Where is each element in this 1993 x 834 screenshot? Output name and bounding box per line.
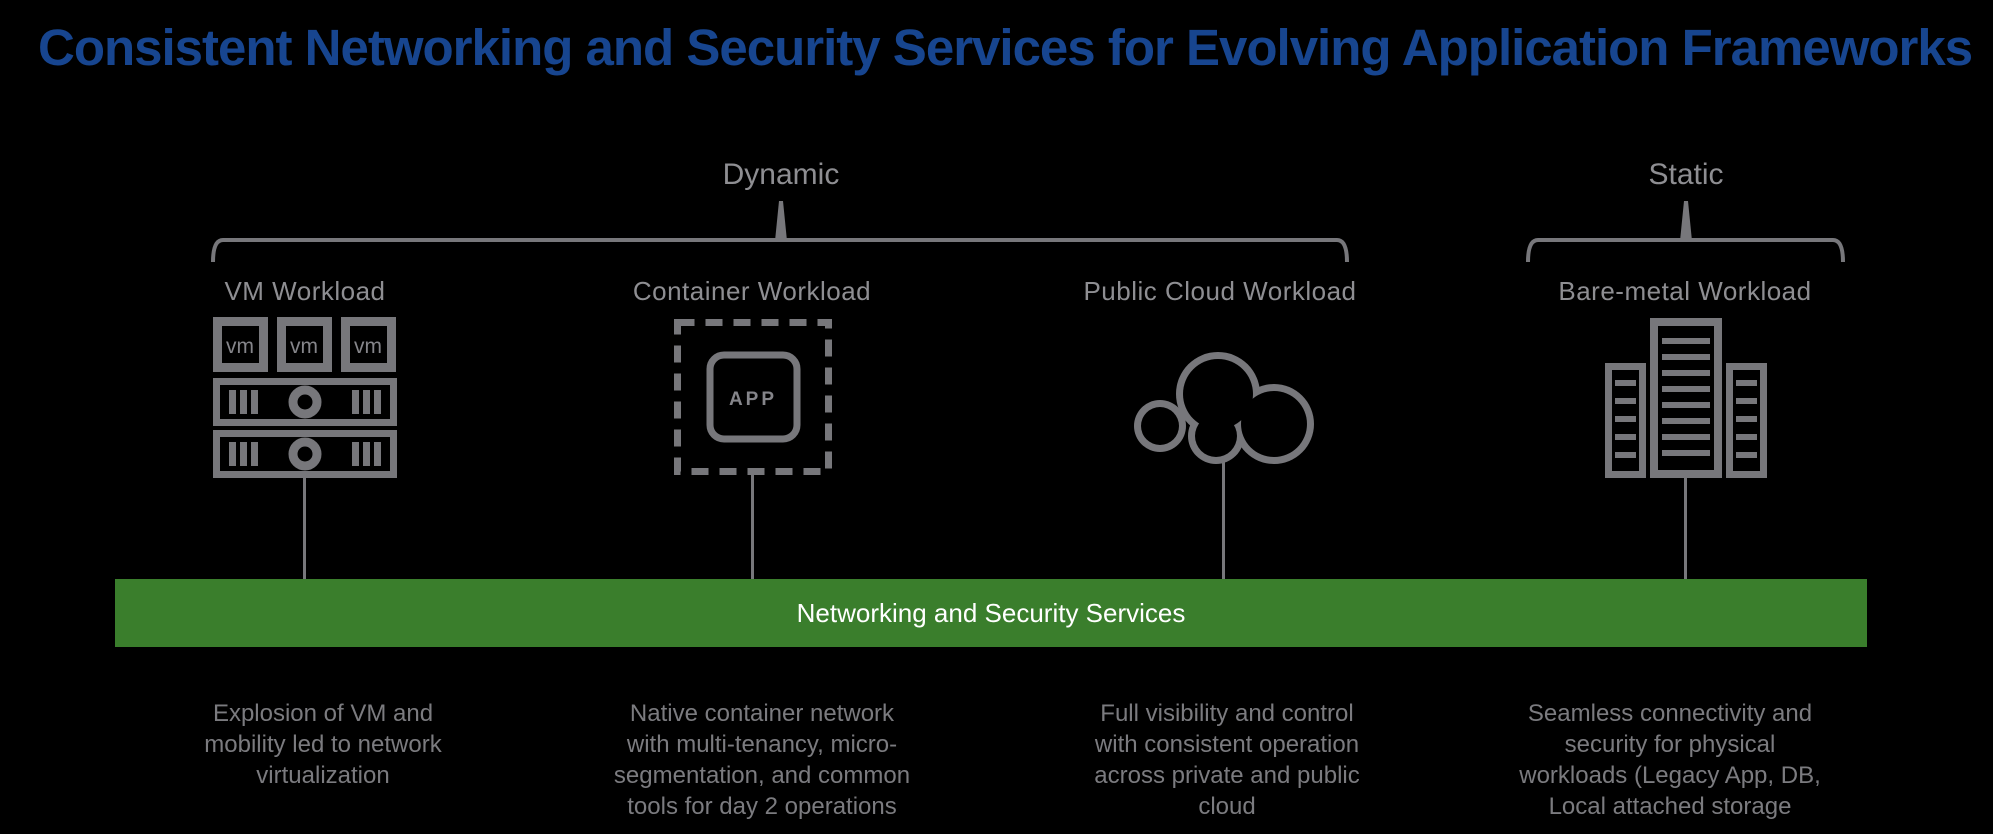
- app-box-label: APP: [729, 389, 777, 410]
- vm-box-label: vm: [290, 335, 318, 358]
- vm-connector-line: [303, 477, 306, 579]
- page-title: Consistent Networking and Security Servi…: [38, 19, 1973, 76]
- col-label-container: Container Workload: [632, 276, 872, 306]
- dynamic-bracket: [211, 201, 1349, 263]
- col-label-publiccloud: Public Cloud Workload: [1083, 276, 1357, 306]
- container-app-icon: APP: [674, 319, 832, 475]
- desc-vm: Explosion of VM and mobility led to netw…: [204, 700, 442, 789]
- cloud-connector-line: [1222, 461, 1225, 579]
- vm-box-label: vm: [354, 335, 382, 358]
- static-bracket: [1526, 201, 1845, 263]
- desc-container: Native container network with multi-tena…: [613, 700, 911, 820]
- vm-box-label: vm: [226, 335, 254, 358]
- services-bar: Networking and Security Services: [115, 579, 1867, 647]
- group-label-static: Static: [1648, 158, 1724, 191]
- desc-baremetal: Seamless connectivity and security for p…: [1519, 700, 1821, 820]
- cloud-icon: [1134, 352, 1314, 464]
- services-bar-label: Networking and Security Services: [796, 597, 1186, 628]
- baremetal-connector-line: [1684, 476, 1687, 579]
- group-label-dynamic: Dynamic: [722, 158, 840, 191]
- vm-servers-icon: vm vm vm: [213, 317, 397, 478]
- container-connector-line: [751, 473, 754, 579]
- server-towers-icon: [1605, 318, 1767, 478]
- col-label-vm: VM Workload: [224, 276, 386, 306]
- col-label-baremetal: Bare-metal Workload: [1558, 276, 1812, 306]
- desc-publiccloud: Full visibility and control with consist…: [1094, 700, 1360, 820]
